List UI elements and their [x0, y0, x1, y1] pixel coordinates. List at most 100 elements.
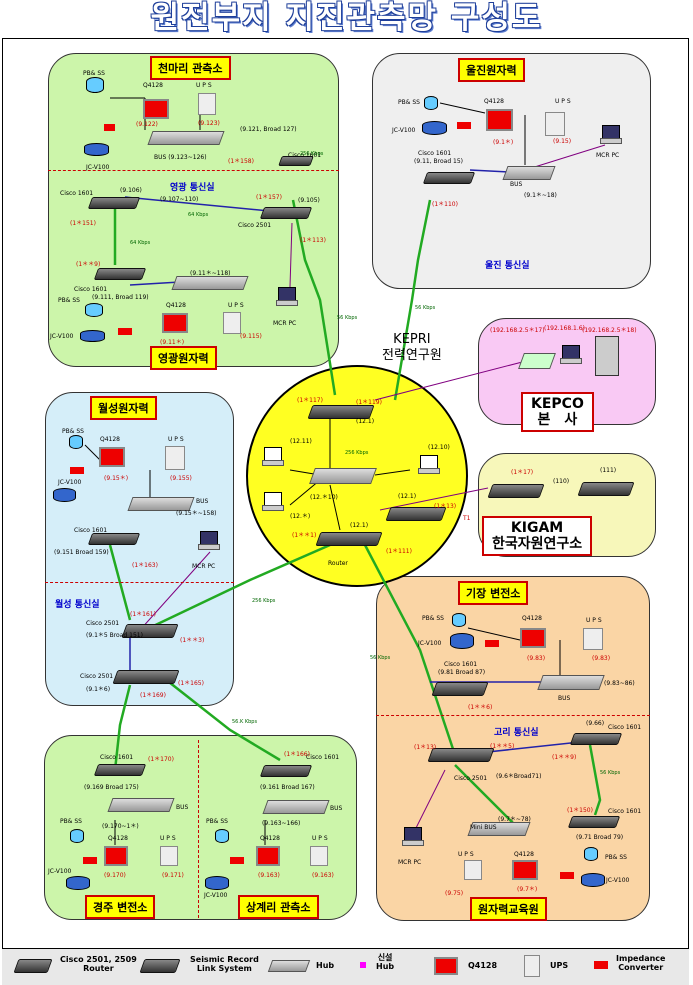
q4128-icon: [162, 313, 188, 333]
legend-newhub-line1: 신설: [377, 953, 393, 962]
pbss-label: PB& SS: [58, 297, 80, 304]
q4128-label: Q4128: [100, 436, 120, 443]
legend-imp-icon: [594, 961, 608, 969]
mcr-pc-label: MCR PC: [398, 859, 422, 866]
sub-yeonggwang-comm: 영광 통신실: [170, 183, 215, 193]
jc-v100-icon: [581, 873, 605, 887]
jc-v100-label: JC-V100: [204, 892, 228, 899]
cisco2501-red-ip: (1＊161): [130, 611, 156, 618]
mcr-pc-label: MCR PC: [596, 152, 620, 159]
cisco1601-red-ip: (1＊163): [132, 562, 158, 569]
cisco2501-red-ip2: (1＊113): [300, 237, 326, 244]
link-gijang-internal2: [454, 764, 521, 831]
sub-wolsong-comm: 월성 통신실: [55, 600, 100, 610]
link-speed-label: 256 Kbps: [300, 151, 324, 157]
legend-router-icon: [13, 959, 53, 973]
cisco1601-label: Cisco 1601: [608, 808, 642, 815]
kepri-ip: (1＊119): [356, 399, 382, 406]
cisco2501-label: Cisco 2501: [238, 222, 272, 229]
hub-ip: (9.163~166): [262, 820, 301, 827]
separator-yg: [48, 170, 339, 171]
cisco2501-ip: (9.105): [298, 197, 320, 204]
link-blue-1: [124, 196, 281, 213]
pbss-icon: [70, 829, 84, 843]
mini-hub-label: Mini BUS: [470, 824, 497, 831]
kepri-pc-icon: [418, 455, 440, 474]
cisco1601-label: Cisco 1601: [306, 754, 340, 761]
link-speed-label: 256 Kbps: [345, 450, 369, 456]
impedance-converter-icon: [230, 857, 244, 864]
link-wolsong-sanggyeri: [159, 674, 281, 762]
jc-v100-icon: [205, 876, 229, 890]
ups-ip: (9.171): [162, 872, 184, 879]
ups-ip: (9.75): [445, 890, 464, 897]
router-icon: [422, 172, 476, 184]
cisco1601-label: Cisco 1601: [74, 286, 108, 293]
kepri-ip: (12.＊10): [310, 494, 338, 501]
cisco1601-red-ip: (1＊170): [148, 756, 174, 763]
router-icon: [87, 197, 141, 209]
kepco-name: KEPCO: [531, 396, 584, 412]
wire-gj-1: [467, 627, 521, 641]
q4128-icon: [520, 628, 546, 648]
legend-seismic-line1: Seismic Record: [190, 955, 259, 964]
cisco1601-red-ip: (1＊158): [228, 158, 254, 165]
kigam-ip: (110): [553, 478, 570, 485]
hub-ip: (9.83~86): [604, 680, 635, 687]
kepri-ip: (1＊117): [297, 397, 323, 404]
cisco1601-label: Cisco 1601: [418, 150, 452, 157]
cisco2501-label: Cisco 2501: [80, 673, 114, 680]
q4128-label: Q4128: [108, 835, 128, 842]
jc-v100-icon: [53, 488, 76, 502]
hub-icon: [107, 798, 175, 812]
cisco1601-label: Cisco 1601: [608, 724, 642, 731]
cisco2501-label: Cisco 2501: [454, 775, 488, 782]
router-icon: [431, 682, 489, 696]
label-nuclear-education: 원자력교육원: [470, 897, 547, 921]
jc-v100-label: JC-V100: [418, 640, 442, 647]
cisco1601-ip: (9.11, Broad 15): [414, 158, 464, 165]
ups-icon: [545, 112, 565, 136]
link-uj-mcr: [524, 144, 606, 171]
q4128-icon: [512, 860, 538, 880]
label-yeonggwang: 영광원자력: [150, 346, 217, 370]
cisco2501-red-ip: (1＊169): [140, 692, 166, 699]
pbss-label: PB& SS: [206, 818, 228, 825]
link-wolsong-gyeongju: [113, 684, 132, 771]
kepri-ip: (12.＊): [290, 513, 311, 520]
kepri-ip: (12.1): [350, 522, 369, 529]
hub-ip: (9.1＊~18): [524, 192, 557, 199]
label-sanggyeri: 상계리 관측소: [238, 895, 319, 919]
cisco1601-ip: (9.66): [586, 720, 605, 727]
cisco2501-ip: (9.6＊Broad71): [496, 773, 542, 780]
mini-hub-ip: (9.7＊~78): [498, 816, 531, 823]
kepri-name-ko: 전력연구원: [382, 348, 442, 363]
legend-q4128-label: Q4128: [468, 961, 498, 970]
cisco2501-red-ip2: (1＊165): [178, 680, 204, 687]
mcr-pc-label: MCR PC: [192, 563, 216, 570]
hub-icon: [171, 276, 249, 290]
cisco2501-ip: (9.1＊6): [86, 686, 111, 693]
jc-v100-label: JC-V100: [606, 877, 630, 884]
page-title: 원전부지 지진관측망 구성도: [150, 0, 543, 36]
legend-newhub-line2: Hub: [376, 962, 395, 971]
pbss-icon: [424, 96, 438, 110]
cisco1601-ip: (9.151 Broad 159): [54, 549, 109, 556]
impedance-converter-icon: [560, 872, 574, 879]
q4128-icon: [486, 109, 513, 131]
wire-uj-1: [439, 102, 486, 114]
router-icon: [427, 748, 495, 762]
ups-label: U P S: [228, 302, 244, 309]
jc-v100-label: JC-V100: [50, 333, 74, 340]
mcr-pc-icon: [600, 125, 622, 144]
hub-label: BUS (9.123~126): [154, 154, 207, 161]
router-icon: [577, 482, 635, 496]
link-wolsong-mcr: [139, 551, 211, 631]
router-icon: [93, 764, 147, 776]
hub-icon: [502, 166, 556, 180]
kepri-ip: (1＊13): [434, 503, 457, 510]
